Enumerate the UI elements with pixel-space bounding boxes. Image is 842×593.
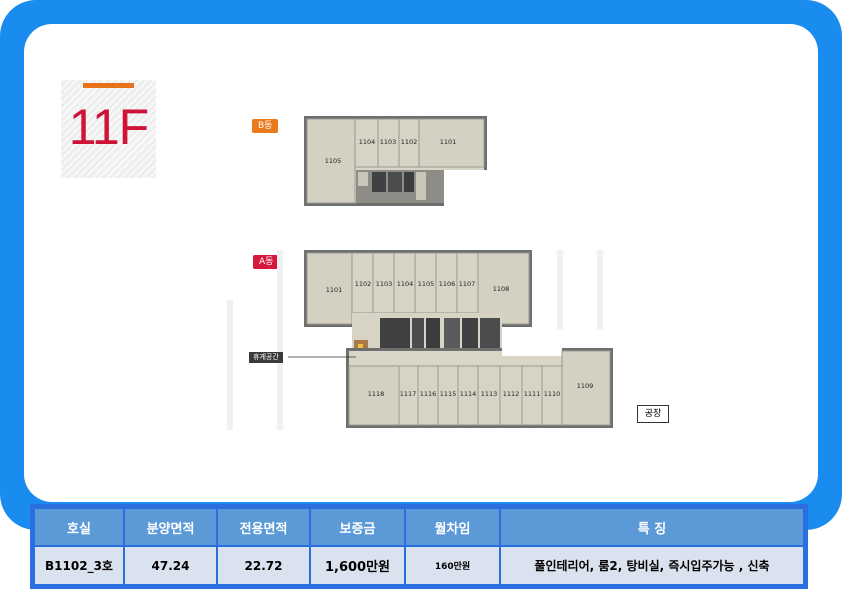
floor-badge: 11F <box>61 80 156 178</box>
a-unit-label: 1107 <box>459 280 476 288</box>
a-unit-label: 1114 <box>460 390 477 398</box>
a-unit-label: 1106 <box>439 280 456 288</box>
b-unit-label: 1103 <box>380 138 397 146</box>
a-unit-label: 1101 <box>326 286 343 294</box>
building-a-tag: A동 <box>253 255 280 269</box>
a-unit-label: 1118 <box>368 390 385 398</box>
header-rent: 월차임 <box>406 509 499 545</box>
header-features: 특 징 <box>501 509 803 545</box>
header-exclusive-area: 전용면적 <box>218 509 309 545</box>
a-unit-label: 1112 <box>503 390 520 398</box>
cell-rent: 160만원 <box>406 547 499 584</box>
a-unit-label: 1113 <box>481 390 498 398</box>
floor-badge-accent <box>83 83 134 88</box>
a-unit-label: 1116 <box>420 390 437 398</box>
floor-label: 11F <box>68 99 149 155</box>
rest-area-label: 휴게공간 <box>249 352 283 363</box>
a-unit-label: 1111 <box>524 390 541 398</box>
a-unit-label: 1102 <box>355 280 372 288</box>
cell-deposit: 1,600만원 <box>311 547 404 584</box>
a-unit-label: 1103 <box>376 280 393 288</box>
header-deposit: 보증금 <box>311 509 404 545</box>
cell-sale-area: 47.24 <box>125 547 216 584</box>
building-b-tag: B동 <box>252 119 279 133</box>
cell-exclusive-area: 22.72 <box>218 547 309 584</box>
a-unit-label: 1115 <box>440 390 457 398</box>
table-row: B1102_3호 47.24 22.72 1,600만원 160만원 풀인테리어… <box>35 547 803 584</box>
header-sale-area: 분양면적 <box>125 509 216 545</box>
a-unit-label: 1108 <box>493 285 510 293</box>
a-unit-label: 1117 <box>400 390 417 398</box>
a-unit-label: 1109 <box>577 382 594 390</box>
b-unit-label: 1101 <box>440 138 457 146</box>
floor-plan: 1105 1104 1103 1102 1101 <box>227 116 613 430</box>
a-unit-label: 1105 <box>418 280 435 288</box>
cell-unit: B1102_3호 <box>35 547 123 584</box>
header-unit: 호실 <box>35 509 123 545</box>
b-unit-label: 1105 <box>325 157 342 165</box>
cell-features: 풀인테리어, 룸2, 탕비실, 즉시입주가능 , 신축 <box>501 547 803 584</box>
listing-table: 호실 분양면적 전용면적 보증금 월차임 특 징 B1102_3호 47.24 … <box>30 504 808 589</box>
table-header-row: 호실 분양면적 전용면적 보증금 월차임 특 징 <box>35 509 803 545</box>
building-a-plan <box>304 250 613 428</box>
a-unit-label: 1110 <box>544 390 561 398</box>
b-unit-label: 1104 <box>359 138 376 146</box>
a-unit-label: 1104 <box>397 280 414 288</box>
factory-label: 공장 <box>637 405 669 423</box>
building-b-plan <box>304 116 487 206</box>
b-unit-label: 1102 <box>401 138 418 146</box>
